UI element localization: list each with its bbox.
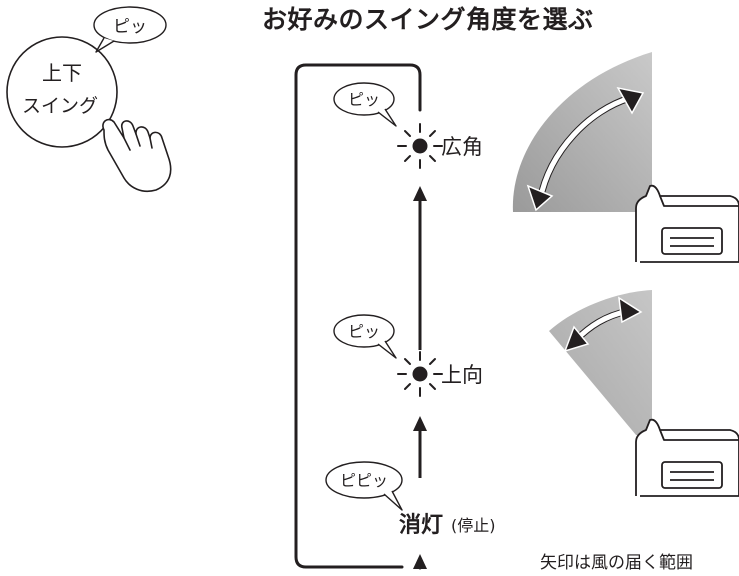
airflow-wide-illustration bbox=[512, 52, 652, 212]
indicator-light-up-icon bbox=[397, 351, 443, 397]
step-label-wide: 広角 bbox=[441, 135, 483, 159]
swing-button[interactable]: 上下 スイング bbox=[6, 36, 118, 148]
swing-button-label-line2: スイング bbox=[22, 95, 98, 117]
page-title: お好みのスイング角度を選ぶ bbox=[262, 5, 594, 34]
fan-unit-wide-icon bbox=[635, 184, 739, 263]
beep-bubble-wide: ピッ bbox=[333, 82, 397, 127]
beep-text-up: ピッ bbox=[348, 322, 380, 341]
footnote: 矢印は風の届く範囲 bbox=[540, 553, 693, 573]
step-label-off: 消灯 bbox=[399, 513, 443, 538]
beep-text-off: ピピッ bbox=[340, 471, 388, 490]
beep-bubble-off: ピピッ bbox=[325, 461, 403, 511]
step-label-off-sub: (停止) bbox=[451, 516, 496, 535]
fan-unit-up-icon bbox=[635, 418, 739, 497]
indicator-light-wide-icon bbox=[397, 123, 443, 169]
step-up: ピッ 上向 bbox=[333, 314, 483, 397]
beep-text-wide: ピッ bbox=[348, 90, 380, 109]
beep-bubble-up: ピッ bbox=[333, 314, 397, 359]
beep-bubble-button: ピッ bbox=[93, 6, 167, 53]
swing-button-label-line1: 上下 bbox=[42, 61, 82, 85]
hand-icon bbox=[102, 118, 172, 193]
cycle-arrows bbox=[413, 186, 427, 569]
step-label-up: 上向 bbox=[441, 363, 483, 387]
step-wide: ピッ 広角 bbox=[333, 82, 483, 169]
step-off: ピピッ 消灯 (停止) bbox=[325, 461, 496, 538]
beep-text-button: ピッ bbox=[113, 17, 147, 37]
airflow-up-illustration bbox=[549, 290, 652, 435]
